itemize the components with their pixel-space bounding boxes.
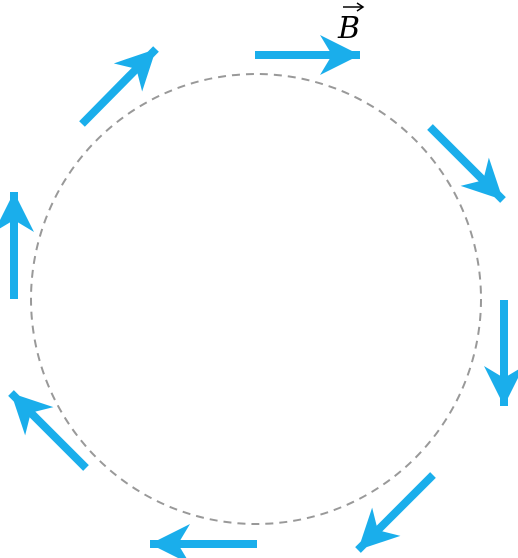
- field-arrows: [0, 35, 518, 558]
- field-arrow-upper-right: [427, 124, 506, 203]
- field-arrow-lower-left: [8, 390, 89, 471]
- vector-accent-head-icon: [356, 2, 365, 12]
- field-arrow-lower-right: [355, 472, 436, 553]
- field-arrow-upper-left: [79, 46, 159, 127]
- field-label-text: B: [337, 11, 360, 46]
- field-vector-label: B: [337, 2, 365, 46]
- field-line-circle: [30, 73, 482, 525]
